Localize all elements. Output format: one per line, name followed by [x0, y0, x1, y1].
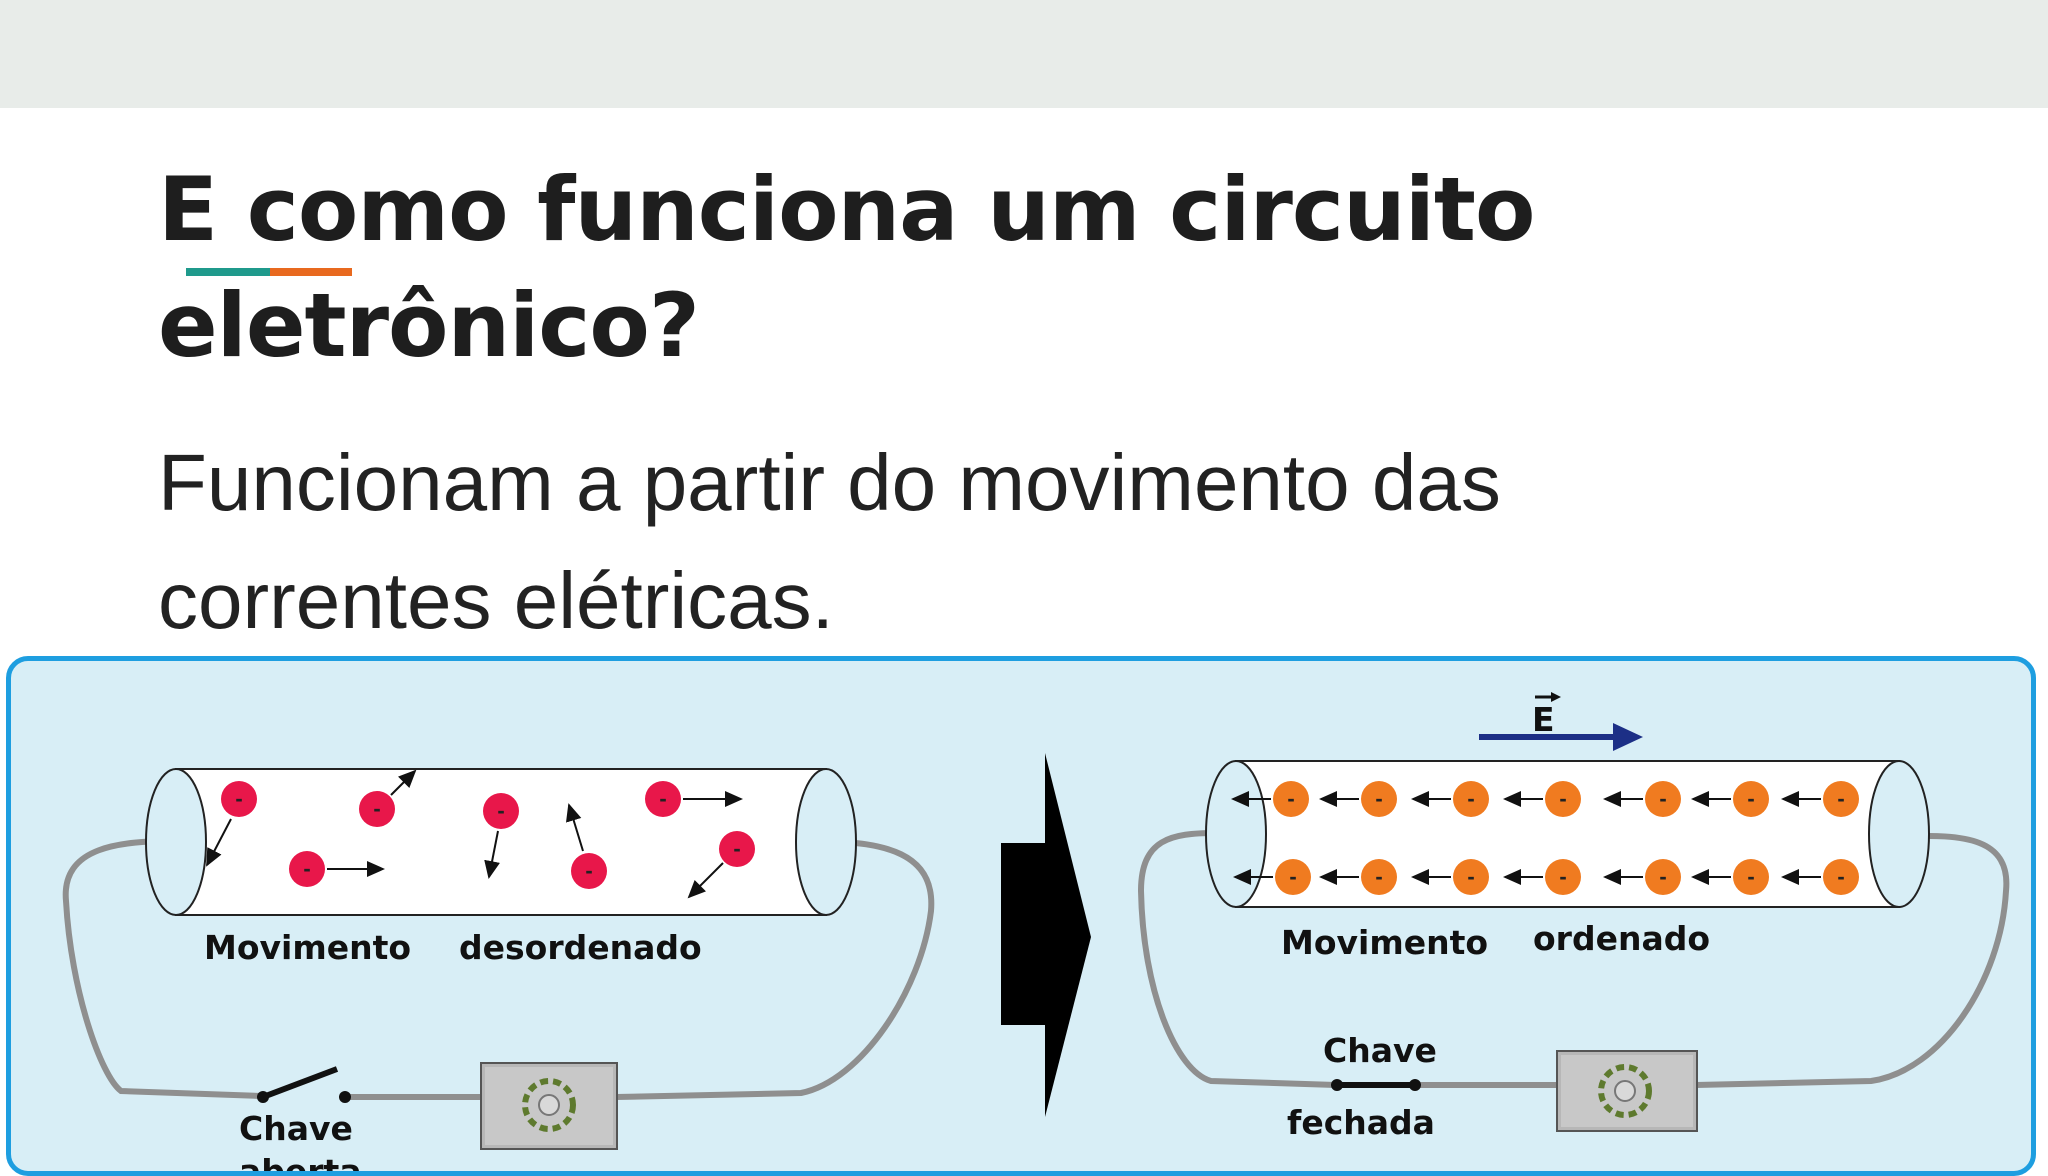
right-tube-cap-right	[1868, 760, 1930, 908]
right-tube-cap-left	[1205, 760, 1267, 908]
electron: -	[359, 769, 417, 827]
electron-sign: -	[1659, 864, 1666, 889]
electron-sign: -	[1837, 786, 1844, 811]
electron-sign: -	[1375, 864, 1382, 889]
right-circuit: - - - - - - -	[1137, 692, 2010, 1142]
electron-sign: -	[497, 798, 504, 823]
electric-field-arrow	[1479, 692, 1643, 751]
right-label-ordenado: ordenado	[1533, 919, 1710, 958]
electron-sign: -	[373, 796, 380, 821]
right-wire-right	[1695, 832, 2010, 1088]
left-switch-label-2: aberta	[239, 1152, 362, 1176]
electron-sign: -	[1287, 786, 1294, 811]
electron-sign: -	[1747, 864, 1754, 889]
electron-sign: -	[1467, 864, 1474, 889]
electron-sign: -	[1837, 864, 1844, 889]
left-tube-cap-left	[145, 768, 207, 916]
title-accent-teal	[186, 268, 270, 276]
left-tube-cap-right	[795, 768, 857, 916]
electron-sign: -	[1467, 786, 1474, 811]
electron: -	[645, 781, 743, 817]
left-lamp	[480, 1062, 618, 1150]
electric-field-label: E	[1532, 700, 1555, 739]
slide-body-text: Funcionam a partir do movimento das corr…	[158, 438, 1501, 645]
electron-sign: -	[235, 786, 242, 811]
left-circuit: - - - - -	[62, 768, 935, 1176]
right-wire-left	[1137, 830, 1337, 1088]
right-switch-label-2: fechada	[1287, 1103, 1435, 1142]
circuit-diagram: - - - - -	[62, 692, 2010, 1176]
top-band	[0, 0, 2048, 108]
closed-switch	[1331, 1079, 1421, 1091]
electron-sign: -	[303, 856, 310, 881]
electron: -	[206, 781, 257, 867]
electron-sign: -	[585, 858, 592, 883]
electron-sign: -	[1747, 786, 1754, 811]
circuit-illustration: - - - - -	[6, 656, 2036, 1176]
electron: -	[566, 803, 607, 889]
electron-row-top: - - - - - - -	[1231, 781, 1859, 817]
electron-sign: -	[1559, 864, 1566, 889]
electron-row-bottom: - - - - - - -	[1233, 859, 1859, 895]
right-label-movimento: Movimento	[1281, 923, 1488, 962]
right-switch-label: Chave	[1323, 1031, 1437, 1070]
left-label-desordenado: desordenado	[459, 928, 702, 967]
left-wire	[62, 838, 262, 1099]
title-accent-orange	[270, 268, 352, 276]
electron: -	[687, 831, 755, 899]
left-label-movimento: Movimento	[204, 928, 411, 967]
left-wire-right	[615, 838, 935, 1100]
right-lamp	[1556, 1050, 1698, 1132]
electron-sign: -	[733, 836, 740, 861]
transition-arrow	[1001, 753, 1091, 1117]
electron: -	[289, 851, 385, 887]
electron-sign: -	[1559, 786, 1566, 811]
open-switch	[257, 1066, 351, 1103]
electron: -	[483, 793, 519, 879]
electron-sign: -	[1289, 864, 1296, 889]
slide-title: E como funciona um circuito eletrônico?	[158, 158, 1535, 377]
left-switch-label: Chave	[239, 1109, 353, 1148]
title-accent-bar	[186, 268, 352, 276]
electron-sign: -	[659, 786, 666, 811]
electron-sign: -	[1375, 786, 1382, 811]
electron-sign: -	[1659, 786, 1666, 811]
